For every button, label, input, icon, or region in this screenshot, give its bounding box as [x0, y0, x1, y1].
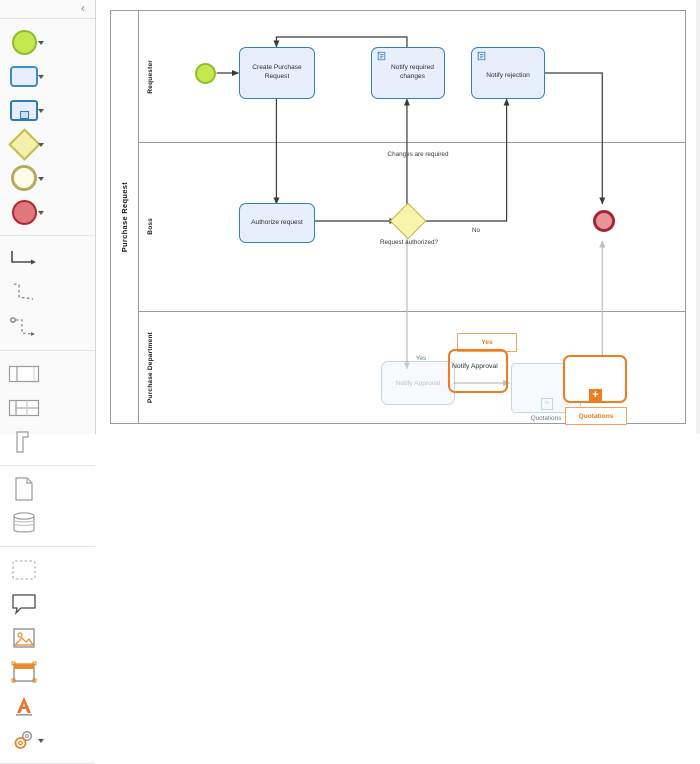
palette-group-data: [0, 466, 95, 547]
palette-item-intermediate-event[interactable]: [0, 161, 48, 195]
palette-item-callout[interactable]: [0, 587, 48, 621]
palette-item-image[interactable]: [0, 621, 48, 655]
task-create-purchase-request[interactable]: Create Purchase Request: [239, 47, 315, 99]
palette-item-end-event[interactable]: [0, 195, 48, 229]
palette-item-settings[interactable]: [0, 723, 48, 757]
task-notify-approval-ghost[interactable]: Notify Approval: [381, 361, 455, 405]
callout-icon: [12, 594, 36, 615]
palette-item-task[interactable]: [0, 59, 48, 93]
palette-item-data-object[interactable]: [0, 472, 48, 506]
pool-icon: [8, 365, 40, 383]
subprocess-label-quotations-ghost: Quotations: [530, 415, 562, 422]
subprocess-icon: [10, 99, 38, 121]
palette-group-events-activities: [0, 19, 95, 236]
drag-label-quotations: Quotations: [565, 407, 627, 425]
palette-item-container[interactable]: [0, 655, 48, 689]
edge-label-no: No: [471, 227, 481, 234]
script-task-icon: [477, 51, 486, 61]
lane-label-purchase-department: Purchase Department: [146, 331, 154, 403]
palette-group-connectors: [0, 236, 95, 351]
image-icon: [13, 628, 35, 648]
chevron-down-icon[interactable]: [38, 143, 44, 147]
diagram-canvas-area[interactable]: Purchase Request Requester Boss Purchase…: [96, 0, 700, 434]
palette-item-data-store[interactable]: [0, 506, 48, 540]
lane-divider-2: [139, 311, 685, 312]
task-label: Notify Approval: [395, 379, 441, 387]
lane-divider-1: [139, 142, 685, 143]
start-event-icon: [11, 29, 37, 55]
lane-header-purchase-department[interactable]: Purchase Department: [139, 311, 161, 423]
pool-label: Purchase Request: [120, 181, 129, 253]
container-icon: [11, 661, 37, 683]
drag-title-notify-approval: Notify Approval: [452, 363, 498, 370]
drag-outline-notify-approval[interactable]: [448, 349, 508, 393]
palette-item-dashed-connector[interactable]: [0, 276, 48, 310]
chevron-down-icon[interactable]: [38, 739, 44, 743]
task-label: Notify required changes: [391, 64, 434, 80]
data-store-icon: [13, 512, 35, 533]
palette-item-sequence-flow[interactable]: [0, 242, 48, 276]
palette-item-group[interactable]: [0, 553, 48, 587]
drag-expand-plus-icon[interactable]: +: [589, 389, 602, 402]
intermediate-event-icon: [11, 165, 37, 191]
lane-grid-icon: [8, 399, 40, 417]
pool-header[interactable]: Purchase Request: [111, 11, 139, 423]
end-event-icon: [11, 199, 37, 225]
shape-palette: ‹: [0, 0, 96, 764]
lane-header-requester[interactable]: Requester: [139, 11, 161, 142]
palette-item-text[interactable]: [0, 689, 48, 723]
palette-item-subprocess[interactable]: [0, 93, 48, 127]
script-task-icon: [377, 51, 386, 61]
association-connector-icon: [10, 317, 35, 336]
palette-header: ‹: [0, 0, 95, 19]
edge-label-yes-ghost: Yes: [415, 355, 427, 362]
lane-label-boss: Boss: [146, 218, 154, 235]
task-icon: [10, 65, 38, 87]
chevron-down-icon[interactable]: [38, 177, 44, 181]
task-notify-rejection[interactable]: Notify rejection: [471, 47, 545, 99]
lane-label-requester: Requester: [146, 59, 154, 94]
data-object-icon: [15, 477, 33, 501]
bpmn-pool-canvas[interactable]: Purchase Request Requester Boss Purchase…: [110, 10, 686, 425]
edge-label-changes-required: Changes are required: [387, 151, 449, 158]
chevron-down-icon[interactable]: [38, 211, 44, 215]
gateway-request-authorized[interactable]: [389, 202, 427, 240]
palette-item-lane-grid[interactable]: [0, 391, 48, 425]
gateway-label: Request authorized?: [379, 239, 439, 246]
end-event[interactable]: [593, 210, 615, 232]
gateway-diamond-icon: [7, 127, 41, 161]
palette-group-pools-lanes: [0, 351, 95, 466]
text-letter-a-icon: [16, 697, 32, 716]
task-label: Authorize request: [251, 218, 303, 226]
palette-item-association-flow[interactable]: [0, 310, 48, 344]
vertical-scrollbar[interactable]: [696, 0, 700, 434]
palette-item-gateway[interactable]: [0, 127, 48, 161]
chevron-down-icon[interactable]: [38, 41, 44, 45]
task-notify-required-changes[interactable]: Notify required changes: [371, 47, 445, 99]
palette-group-containers: [0, 547, 95, 764]
gears-icon: [14, 730, 33, 749]
task-label: Notify rejection: [486, 71, 530, 79]
task-label: Create Purchase Request: [252, 64, 302, 80]
palette-item-start-event[interactable]: [0, 25, 48, 59]
chevron-left-icon[interactable]: ‹: [81, 1, 85, 15]
palette-item-pool[interactable]: [0, 357, 48, 391]
task-authorize-request[interactable]: Authorize request: [239, 203, 315, 243]
lane-header-boss[interactable]: Boss: [139, 142, 161, 311]
start-event[interactable]: [195, 63, 216, 84]
gateway-diamond-icon: [389, 202, 427, 240]
expand-plus-icon[interactable]: +: [541, 398, 553, 410]
dashed-connector-icon: [13, 283, 34, 300]
chevron-down-icon[interactable]: [38, 109, 44, 113]
drag-label-yes: Yes: [457, 333, 517, 352]
chevron-down-icon[interactable]: [38, 75, 44, 79]
orthogonal-connector-icon: [11, 251, 36, 265]
dashed-group-icon: [12, 560, 36, 580]
palette-item-annotation[interactable]: [0, 425, 48, 459]
